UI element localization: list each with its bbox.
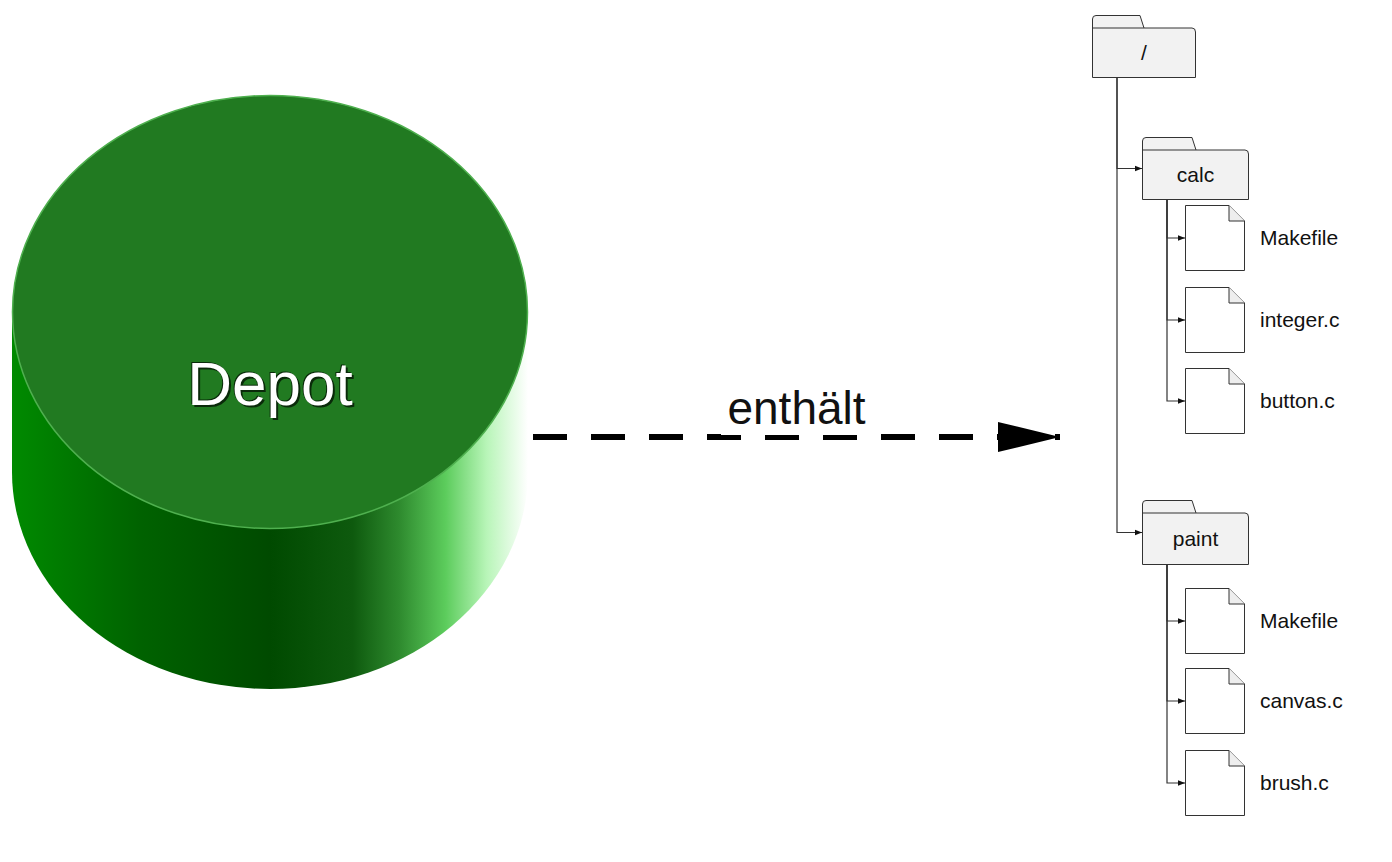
folder-name: paint [1142, 527, 1249, 551]
file-icon [1185, 668, 1245, 734]
tree-connector [1167, 200, 1185, 401]
file-node: Makefile [1185, 205, 1345, 275]
file-icon [1185, 750, 1245, 816]
file-icon [1185, 368, 1245, 434]
file-name: Makefile [1260, 609, 1338, 633]
file-icon [1185, 287, 1245, 353]
file-name: button.c [1260, 389, 1335, 413]
folder-node: calc [1142, 137, 1249, 200]
file-node: canvas.c [1185, 668, 1349, 738]
file-node: integer.c [1185, 287, 1346, 357]
file-name: brush.c [1260, 771, 1329, 795]
repository-label: Depot [12, 348, 528, 419]
file-name: Makefile [1260, 226, 1338, 250]
file-icon [1185, 205, 1245, 271]
tree-connector [1117, 78, 1142, 533]
tree-connector [1167, 200, 1185, 320]
file-icon [1185, 588, 1245, 654]
file-node: button.c [1185, 368, 1345, 438]
tree-connector [1117, 78, 1142, 169]
file-node: brush.c [1185, 750, 1345, 820]
tree-connector [1167, 200, 1185, 238]
repository-cylinder: Depot [12, 95, 528, 690]
folder-name: / [1092, 41, 1196, 65]
folder-name: calc [1142, 163, 1249, 187]
file-node: Makefile [1185, 588, 1345, 658]
tree-connector [1167, 565, 1185, 783]
folder-node: paint [1142, 500, 1249, 565]
file-name: canvas.c [1260, 689, 1343, 713]
tree-connector [1167, 565, 1185, 701]
folder-node: / [1092, 15, 1196, 78]
tree-connector [1167, 565, 1185, 621]
file-name: integer.c [1260, 308, 1339, 332]
edge-label: enthält [721, 381, 871, 435]
